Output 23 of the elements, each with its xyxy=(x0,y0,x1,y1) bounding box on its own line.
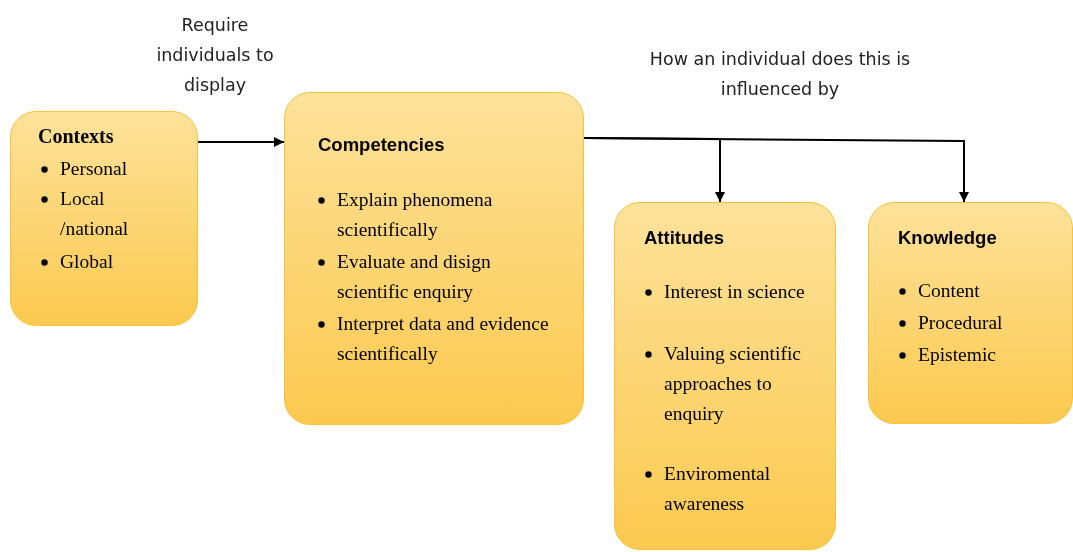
edge-label: How an individual does this is influenced by xyxy=(648,48,912,101)
rounded-box xyxy=(284,92,584,425)
box-heading: Competencies xyxy=(318,134,445,156)
bullet-text: Procedural xyxy=(918,312,1003,333)
box-heading: Contexts xyxy=(38,125,114,148)
bullet-text: Epistemic xyxy=(918,344,996,365)
bullet-text: Explain phenomena scientifically xyxy=(337,189,493,240)
bullet-text: Valuing scientific approaches to enquiry xyxy=(664,343,801,424)
rounded-box xyxy=(614,202,836,550)
arrow xyxy=(197,137,285,147)
bullet-text: Local /national xyxy=(60,188,129,239)
edge-label: Require individuals to display xyxy=(155,14,275,97)
bullet-text: Evaluate and disign scientific enquiry xyxy=(337,251,491,302)
bullet-text: Enviromental awareness xyxy=(664,463,771,514)
rounded-box xyxy=(868,202,1073,424)
rounded-box xyxy=(10,111,198,326)
bullet-text: Personal xyxy=(60,158,128,179)
bullet-text: Content xyxy=(918,280,980,301)
box-heading: Attitudes xyxy=(644,227,725,249)
bullet-text: Interpret data and evidence scientifically xyxy=(337,313,549,364)
box-heading: Knowledge xyxy=(898,227,997,249)
bullet-text: Interest in science xyxy=(664,281,805,302)
bullet-text: Global xyxy=(60,251,114,272)
